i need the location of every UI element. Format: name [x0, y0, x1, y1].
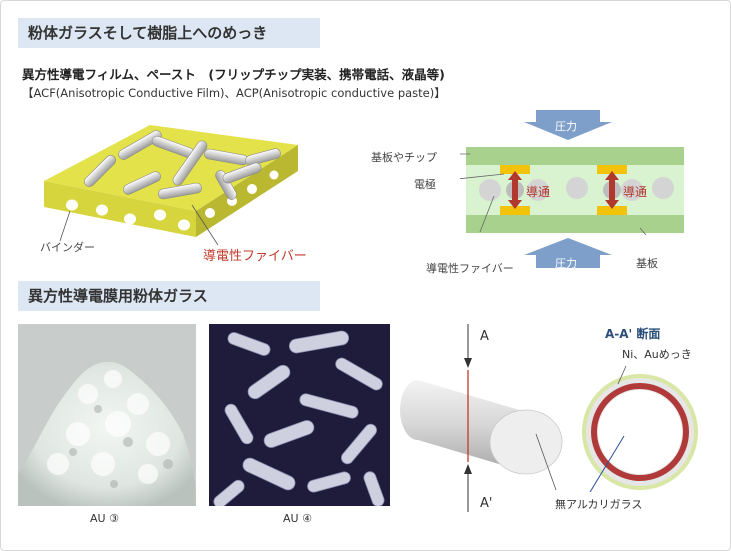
label-a: A [480, 329, 489, 344]
substrate-layer [466, 215, 684, 233]
electrodes [500, 165, 627, 215]
fibers [84, 130, 281, 200]
chip-layer [466, 147, 684, 165]
label-alkali-free-glass: 無アルカリガラス [555, 498, 643, 511]
film-holes [66, 170, 279, 231]
cross-section-diagram [582, 365, 698, 492]
section-diagram-title: A-A' 断面 [605, 327, 661, 341]
label-electrode: 電極 [414, 178, 436, 191]
label-chip: 基板やチップ [371, 151, 437, 164]
label-pressure-bottom: 圧力 [555, 257, 577, 270]
label-pressure-top: 圧力 [555, 120, 577, 133]
label-conduction-left: 導通 [526, 185, 551, 199]
conduction-arrows [508, 171, 619, 209]
section-title-glass: 異方性導電膜用粉体ガラス [18, 281, 320, 311]
photo-powder [18, 324, 196, 506]
chip-diagram [460, 110, 684, 268]
pressure-arrow-top [524, 110, 612, 140]
label-ni-au-plating: Ni、Auめっき [622, 348, 692, 361]
caption-photo-2: AU ④ [283, 512, 312, 525]
film-side-face [196, 145, 298, 237]
pressure-arrow-bottom [524, 238, 612, 268]
film-front-face [44, 181, 196, 237]
cylinder-diagram [400, 324, 563, 512]
film-diagram [44, 125, 298, 246]
section-title-plating: 粉体ガラスそして樹脂上へのめっき [18, 18, 320, 48]
label-substrate: 基板 [636, 257, 658, 270]
subheading-acf: 【ACF(Anisotropic Conductive Film)、ACP(An… [22, 86, 446, 100]
label-a-prime: A' [480, 496, 493, 511]
label-conduction-right: 導通 [623, 185, 648, 199]
film-top-face [44, 125, 298, 211]
cylinder-end [489, 409, 563, 475]
heading-acf: 異方性導電フィルム、ペースト (フリップチップ実装、携帯電話、液晶等) [22, 67, 445, 82]
label-binder: バインダー [40, 241, 95, 254]
caption-photo-1: AU ③ [90, 512, 119, 525]
label-conductive-fiber-red: 導電性ファイバー [203, 249, 307, 264]
photo-fibers-micrograph [209, 324, 390, 506]
label-fiber-chip: 導電性ファイバー [426, 262, 514, 275]
